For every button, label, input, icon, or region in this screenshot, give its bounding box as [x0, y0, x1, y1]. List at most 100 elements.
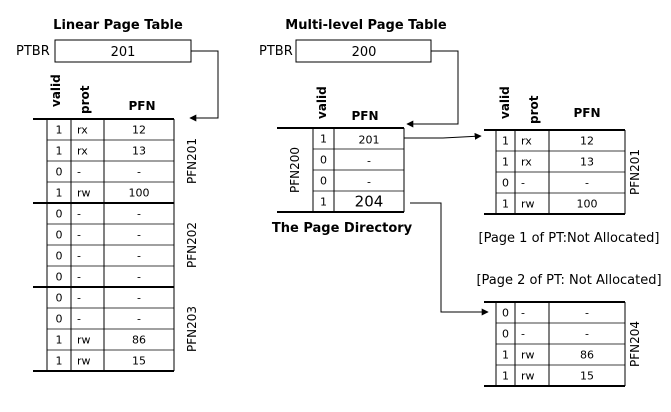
- directory-arrow-pfn204: [410, 202, 489, 316]
- page3-cell: -: [521, 328, 525, 341]
- page0-cell: 1: [502, 135, 509, 148]
- linear-header-prot: prot: [78, 85, 92, 114]
- page0-cell: -: [585, 177, 589, 190]
- directory-table: 1 201 0 - 0 - 1 204 PFN200: [277, 127, 405, 213]
- linear-page1-cell: -: [137, 250, 141, 263]
- linear-title: Linear Page Table: [53, 18, 183, 33]
- page0-header-valid: valid: [498, 86, 512, 119]
- linear-page0-cell: 13: [132, 145, 146, 158]
- linear-page0-cell: -: [77, 166, 81, 179]
- linear-page0-cell: rx: [77, 124, 88, 137]
- page3-cell: 1: [502, 370, 509, 383]
- linear-page0-cell: 100: [129, 187, 150, 200]
- linear-page0-cell: 1: [56, 145, 63, 158]
- linear-page-label: PFN203: [185, 306, 199, 352]
- page0-label: PFN201: [628, 149, 642, 195]
- linear-page0-cell: 1: [56, 187, 63, 200]
- linear-page2-cell: 0: [56, 292, 63, 305]
- linear-header-valid: valid: [49, 74, 63, 107]
- directory-cell: 0: [320, 154, 327, 167]
- linear-page2-cell: 86: [132, 334, 146, 347]
- linear-ptbr-value: 201: [111, 45, 136, 60]
- multi-ptbr-arrow: [406, 50, 459, 128]
- linear-page1-cell: -: [137, 208, 141, 221]
- linear-page0-cell: 0: [56, 166, 63, 179]
- linear-page1-cell: 0: [56, 208, 63, 221]
- page3-cell: 0: [502, 328, 509, 341]
- directory-header-valid: valid: [315, 86, 329, 119]
- page2-note: [Page 2 of PT: Not Allocated]: [476, 273, 661, 288]
- linear-page1-cell: 0: [56, 250, 63, 263]
- page0-cell: 0: [502, 177, 509, 190]
- linear-header-pfn: PFN: [128, 99, 155, 113]
- linear-page1-cell: -: [77, 229, 81, 242]
- page0-cell: 100: [577, 198, 598, 211]
- page3-cell: 86: [580, 349, 594, 362]
- page0-cell: 1: [502, 156, 509, 169]
- directory-header-pfn: PFN: [351, 109, 378, 123]
- linear-page2-cell: -: [77, 292, 81, 305]
- directory-cell: 1: [320, 133, 327, 146]
- linear-ptbr-label: PTBR: [16, 44, 50, 59]
- page3-cell: -: [585, 328, 589, 341]
- linear-page1-cell: -: [77, 208, 81, 221]
- page0-cell: rx: [521, 135, 532, 148]
- page0-header-prot: prot: [527, 95, 541, 124]
- directory-caption: The Page Directory: [272, 221, 413, 236]
- page0-cell: -: [521, 177, 525, 190]
- page0-header-pfn: PFN: [573, 106, 600, 120]
- linear-page2-cell: 15: [132, 355, 146, 368]
- linear-page1-cell: 0: [56, 229, 63, 242]
- page3-cell: 1: [502, 349, 509, 362]
- page0-cell: 13: [580, 156, 594, 169]
- linear-page1-cell: -: [137, 229, 141, 242]
- page3-cell: rw: [521, 349, 535, 362]
- page3-label: PFN204: [628, 321, 642, 367]
- page0-cell: 1: [502, 198, 509, 211]
- linear-page0-cell: 12: [132, 124, 146, 137]
- page3-cell: 15: [580, 370, 594, 383]
- directory-cell: 201: [359, 134, 380, 147]
- directory-cell: 1: [320, 196, 327, 209]
- page3-cell: 0: [502, 307, 509, 320]
- directory-cell: -: [367, 155, 371, 168]
- page1-note: [Page 1 of PT:Not Allocated]: [479, 231, 660, 246]
- directory-label: PFN200: [288, 147, 302, 193]
- linear-page2-cell: -: [137, 313, 141, 326]
- linear-page-label: PFN201: [185, 138, 199, 184]
- directory-arrow-pfn201: [404, 132, 482, 140]
- page3-cell: rw: [521, 370, 535, 383]
- page0-cell: rx: [521, 156, 532, 169]
- linear-page-label: PFN202: [185, 222, 199, 268]
- linear-page2-cell: rw: [77, 355, 91, 368]
- multi-ptbr-label: PTBR: [259, 44, 293, 59]
- linear-page0-cell: -: [137, 166, 141, 179]
- page0-cell: rw: [521, 198, 535, 211]
- linear-page2-cell: 1: [56, 334, 63, 347]
- directory-cell: -: [367, 176, 371, 189]
- linear-page1-cell: -: [77, 271, 81, 284]
- linear-page2-cell: 0: [56, 313, 63, 326]
- linear-page2-cell: -: [77, 313, 81, 326]
- multi-ptbr-value: 200: [352, 45, 377, 60]
- directory-cell: 0: [320, 175, 327, 188]
- directory-cell: 204: [355, 193, 384, 211]
- linear-page2-cell: -: [137, 292, 141, 305]
- linear-page1-cell: -: [137, 271, 141, 284]
- linear-page1-cell: -: [77, 250, 81, 263]
- multi-title: Multi-level Page Table: [285, 18, 447, 33]
- linear-page0-cell: rw: [77, 187, 91, 200]
- linear-page2-cell: rw: [77, 334, 91, 347]
- linear-ptbr-arrow: [189, 50, 219, 122]
- page3-cell: -: [585, 307, 589, 320]
- page0-cell: 12: [580, 135, 594, 148]
- linear-page2-cell: 1: [56, 355, 63, 368]
- page3-cell: -: [521, 307, 525, 320]
- linear-page0-cell: rx: [77, 145, 88, 158]
- linear-page0-cell: 1: [56, 124, 63, 137]
- linear-page1-cell: 0: [56, 271, 63, 284]
